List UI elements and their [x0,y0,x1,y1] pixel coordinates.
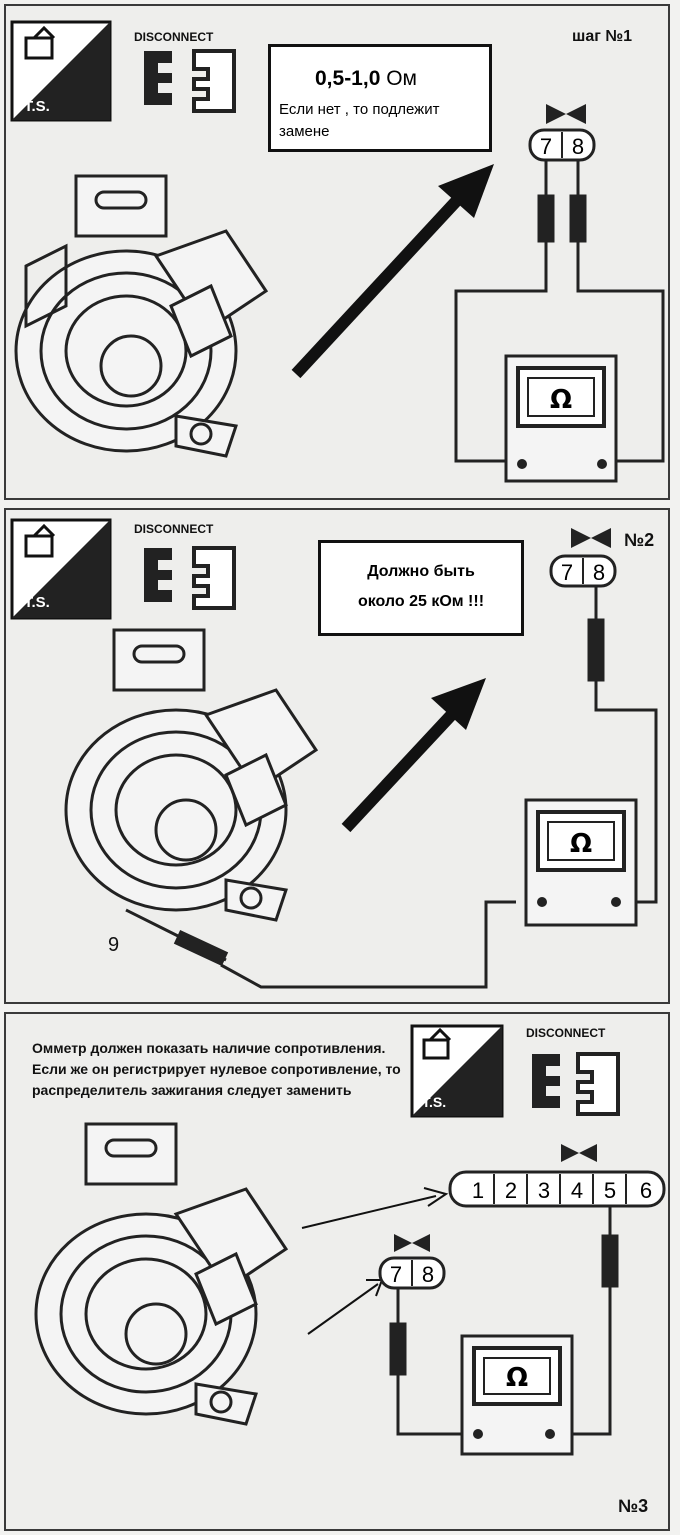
ts-label: T.S. [24,594,50,611]
connector-7-8: 7 8 [528,104,596,162]
disconnect-icon [532,1052,620,1116]
step-label: №3 [618,1496,649,1516]
note-box: 0,5-1,0 Ом Если нет , то подлежит замене [268,44,492,152]
step1-diagram: 7 8 Ω [10,20,665,483]
meter-wiring [454,156,665,463]
pin-3: 3 [538,1178,550,1203]
disconnect-label: DISCONNECT [134,522,214,536]
note-text: Если нет , то подлежит замене [279,101,440,140]
pin-8: 8 [593,560,605,585]
step-label: №2 [624,530,655,550]
ts-label: T.S. [422,1094,447,1110]
connector-1-6: 1 2 3 4 5 6 [448,1144,666,1208]
note-line-1: Должно быть [367,563,475,580]
ohmmeter: Ω [504,354,618,483]
pin-4: 4 [571,1178,583,1203]
distributor-illustration [64,628,319,922]
instruction-text: Омметр должен показать наличие сопротивл… [32,1040,401,1098]
ts-icon [10,518,112,620]
pin-8: 8 [422,1262,434,1287]
meter-wiring [587,585,658,904]
distributor-illustration [14,174,269,458]
pin-7: 7 [561,560,573,585]
pin-6: 6 [640,1178,652,1203]
connector-7-8: 7 8 [549,528,617,588]
terminal-label: 9 [108,934,120,956]
disconnect-label: DISCONNECT [134,30,214,44]
step-label: шаг №1 [572,28,633,45]
step3-diagram: 1 2 3 4 5 6 7 8 Ω [34,1024,666,1456]
ohm-symbol: Ω [550,385,572,415]
step2-panel: 7 8 Ω T.S. DISCONNECT №2 9 Должно быть о… [4,508,670,1004]
distributor-illustration [34,1122,289,1426]
pin-1: 1 [472,1178,484,1203]
resistance-unit: Ом [380,67,417,90]
pin-8: 8 [572,134,584,159]
ohm-symbol: Ω [506,1363,528,1393]
pin-7: 7 [390,1262,402,1287]
ts-icon [10,20,112,122]
note-box: Должно быть около 25 кОм !!! [318,540,524,636]
ts-label: T.S. [24,98,50,115]
arrow [341,678,486,833]
pin-2: 2 [505,1178,517,1203]
note-line-2: около 25 кОм !!! [357,593,485,610]
connector-7-8: 7 8 [378,1234,446,1290]
ohmmeter: Ω [460,1334,574,1456]
disconnect-icon [144,49,236,113]
arrow-to-large-connector [301,1187,449,1229]
disconnect-icon [144,546,236,610]
resistance-value: 0,5-1,0 [315,67,381,90]
pin-7: 7 [540,134,552,159]
ts-icon [410,1024,504,1118]
ohm-symbol: Ω [570,829,592,859]
arrow [291,164,494,379]
ohmmeter: Ω [524,798,638,927]
disconnect-label: DISCONNECT [526,1026,606,1040]
pin-5: 5 [604,1178,616,1203]
step1-panel: 7 8 Ω T.S. DISCONNECT шаг №1 0,5-1,0 Ом … [4,4,670,500]
probe-lead [125,900,516,989]
arrow-to-small-connector [307,1279,384,1335]
step2-diagram: 7 8 Ω [10,518,658,989]
step3-panel: 1 2 3 4 5 6 7 8 Ω [4,1012,670,1531]
